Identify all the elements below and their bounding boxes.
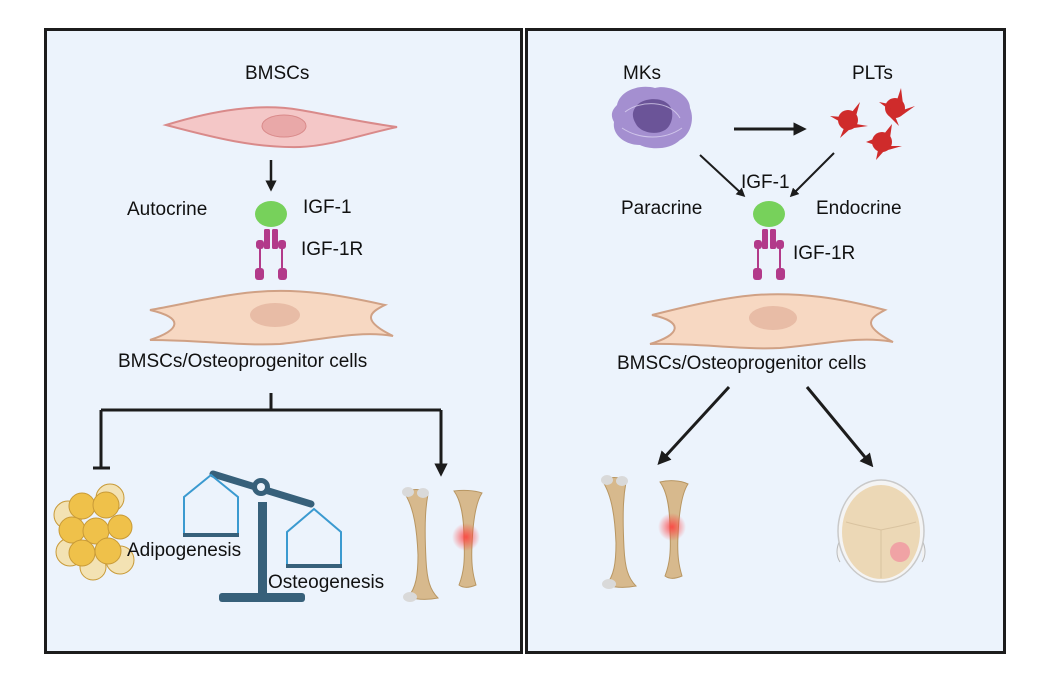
label-osteogenesis: Osteogenesis: [268, 572, 385, 593]
skull-icon: [836, 479, 926, 583]
label-igf1r-left: IGF-1R: [301, 239, 364, 260]
arrow-paracrine: [699, 154, 746, 198]
label-bmscs: BMSCs: [245, 63, 310, 84]
arrow-to-skull: [805, 386, 874, 468]
bmsc-cell-icon: [162, 106, 398, 149]
label-mks: MKs: [623, 63, 661, 84]
arrow-to-bones: [657, 385, 731, 465]
platelets-icon: [830, 88, 915, 160]
arrow-endocrine: [789, 152, 835, 198]
label-paracrine: Paracrine: [621, 198, 703, 219]
label-adipogenesis: Adipogenesis: [127, 540, 242, 561]
defect-spot: [890, 542, 910, 562]
label-target-cells-left: BMSCs/Osteoprogenitor cells: [118, 351, 368, 372]
label-igf1r-right: IGF-1R: [793, 243, 856, 264]
label-igf1-left: IGF-1: [303, 197, 352, 218]
megakaryocyte-icon: [611, 86, 692, 149]
osteoprogenitor-cell-icon-right: [649, 293, 894, 350]
label-autocrine: Autocrine: [127, 199, 208, 220]
label-target-cells-right: BMSCs/Osteoprogenitor cells: [617, 353, 867, 374]
label-plts: PLTs: [852, 63, 893, 84]
balance-scale-icon: [183, 470, 342, 602]
adipocyte-cluster-icon: [53, 483, 135, 581]
osteoprogenitor-cell-icon: [149, 289, 394, 346]
label-endocrine: Endocrine: [816, 198, 902, 219]
igf1-ligand-icon-right: [753, 201, 785, 227]
igf1r-receptor-icon-right: [753, 229, 785, 280]
igf1r-receptor-icon: [255, 229, 287, 280]
fracture-glow: [452, 523, 480, 551]
branch-connector: [93, 393, 448, 477]
igf1-ligand-icon: [255, 201, 287, 227]
fracture-glow-right: [658, 513, 686, 541]
bones-icon-right: [601, 475, 689, 589]
bones-icon-left: [402, 487, 483, 602]
label-igf1-right: IGF-1: [741, 172, 790, 193]
